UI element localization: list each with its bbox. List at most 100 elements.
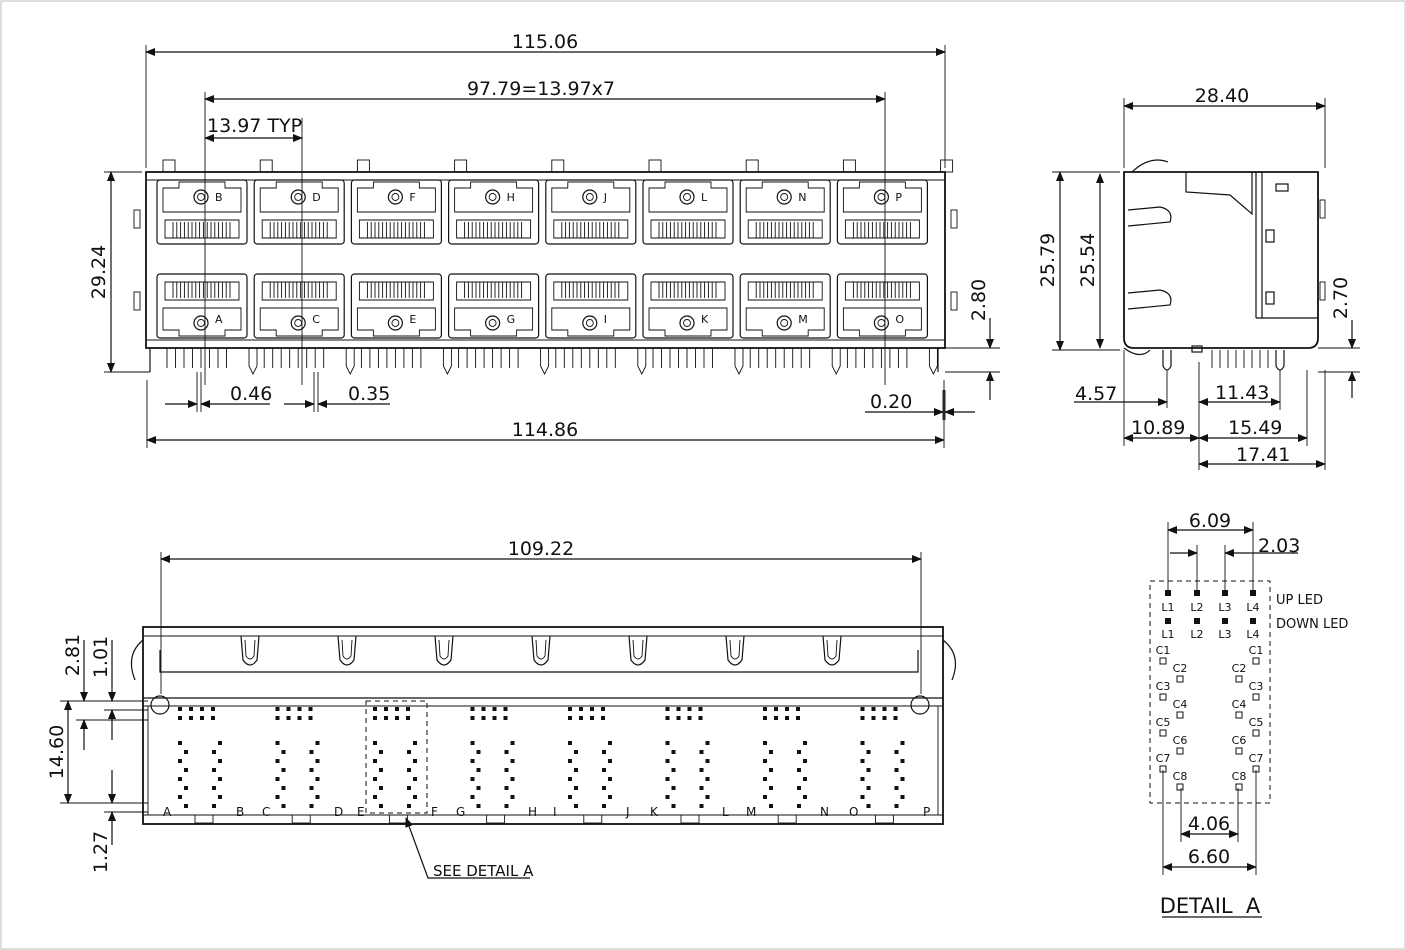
down-led-label-4: L4 bbox=[1246, 628, 1259, 641]
led-pad bbox=[882, 716, 887, 720]
port-label-top: B bbox=[215, 191, 223, 204]
clip bbox=[822, 635, 842, 666]
led-pad bbox=[676, 707, 681, 711]
contact-pad bbox=[1159, 729, 1167, 737]
contact-right-7: C7 bbox=[1249, 752, 1264, 765]
bottom-letter: O bbox=[849, 805, 858, 819]
contact-pad bbox=[769, 786, 773, 790]
contact-pad bbox=[769, 804, 773, 808]
clip bbox=[628, 635, 648, 666]
dim-side-pin-offset: 2.70 bbox=[1330, 277, 1352, 319]
led-pad bbox=[601, 716, 605, 720]
board-lock bbox=[248, 348, 258, 376]
contact-pad bbox=[1235, 747, 1243, 755]
led-pad bbox=[893, 716, 898, 720]
led-pad bbox=[286, 716, 291, 720]
led-pad bbox=[601, 707, 605, 711]
contact-pad bbox=[574, 750, 578, 754]
contact-pad bbox=[602, 786, 606, 790]
led-pad bbox=[373, 716, 377, 720]
led-pad bbox=[200, 707, 204, 711]
contact-pad bbox=[1176, 783, 1184, 791]
contact-pad bbox=[574, 786, 578, 790]
led-pad bbox=[796, 716, 800, 720]
led-pad bbox=[590, 707, 594, 711]
contact-pad bbox=[894, 786, 899, 790]
board-lock bbox=[831, 348, 841, 376]
contact-pad bbox=[1235, 711, 1243, 719]
port-label-bottom: A bbox=[215, 313, 223, 326]
contact-pad bbox=[803, 741, 807, 745]
contact-pad bbox=[178, 795, 182, 799]
contact-pad bbox=[212, 804, 216, 808]
led-pad bbox=[384, 707, 388, 711]
contact-pad bbox=[860, 759, 865, 763]
port-top-4: H bbox=[448, 179, 540, 245]
port-bottom-2: C bbox=[253, 273, 345, 339]
tab bbox=[259, 159, 273, 173]
port-label-top: L bbox=[701, 191, 708, 204]
contact-right-3: C3 bbox=[1249, 680, 1264, 693]
led-pad bbox=[200, 716, 204, 720]
contact-left-1: C1 bbox=[1156, 644, 1171, 657]
bottom-letter: J bbox=[625, 805, 630, 819]
down-led-pad bbox=[1165, 618, 1171, 624]
tab bbox=[648, 159, 662, 173]
port-bottom-1: A bbox=[156, 273, 248, 339]
led-pad bbox=[503, 716, 508, 720]
port-top-5: J bbox=[545, 179, 637, 245]
contact-pad bbox=[665, 741, 670, 745]
contact-pad bbox=[184, 804, 188, 808]
contact-pad bbox=[699, 750, 704, 754]
port-bottom-7: M bbox=[739, 273, 831, 339]
led-pad bbox=[871, 716, 876, 720]
down-led-label-3: L3 bbox=[1218, 628, 1231, 641]
port-bottom-4: G bbox=[448, 273, 540, 339]
down-led-label-1: L1 bbox=[1161, 628, 1174, 641]
contact-pad bbox=[309, 768, 314, 772]
led-pad bbox=[297, 716, 302, 720]
led-pad bbox=[860, 716, 865, 720]
contact-pad bbox=[504, 804, 509, 808]
port-top-1: B bbox=[156, 179, 248, 245]
clip-inner bbox=[341, 639, 353, 660]
led-pad bbox=[286, 707, 291, 711]
clip bbox=[240, 635, 260, 666]
contact-right-1: C1 bbox=[1249, 644, 1264, 657]
contact-pad bbox=[476, 804, 481, 808]
up-led-label-3: L3 bbox=[1218, 601, 1231, 614]
bottom-clips bbox=[240, 635, 842, 666]
port-bottom-5: I bbox=[545, 273, 637, 339]
clip-inner bbox=[632, 639, 644, 660]
port-bottom-8: O bbox=[836, 273, 929, 339]
led-pad bbox=[406, 707, 410, 711]
led-pad bbox=[470, 716, 475, 720]
led-pad bbox=[590, 716, 594, 720]
dim-pitch-span: 97.79=13.97x7 bbox=[467, 78, 615, 100]
bottom-contact-dots bbox=[178, 707, 905, 808]
contact-pad bbox=[275, 741, 280, 745]
clip-inner bbox=[826, 639, 838, 660]
dim-d4: 15.49 bbox=[1228, 417, 1282, 439]
port-bottom-3: E bbox=[350, 273, 442, 339]
dim-w3: 4.06 bbox=[1188, 813, 1230, 835]
down-led-pad bbox=[1250, 618, 1256, 624]
contact-pad bbox=[797, 804, 801, 808]
up-led-pad bbox=[1194, 590, 1200, 596]
led-pad bbox=[774, 707, 778, 711]
contact-pad bbox=[373, 759, 377, 763]
contact-pad bbox=[803, 795, 807, 799]
board-lock bbox=[928, 348, 938, 376]
down-led-label-2: L2 bbox=[1190, 628, 1203, 641]
contact-pad bbox=[568, 777, 572, 781]
contact-pad bbox=[671, 786, 676, 790]
tab bbox=[745, 159, 759, 173]
foot bbox=[777, 814, 797, 824]
dim-v1: 2.81 bbox=[62, 634, 84, 676]
led-pad bbox=[676, 716, 681, 720]
led-pad bbox=[178, 716, 182, 720]
